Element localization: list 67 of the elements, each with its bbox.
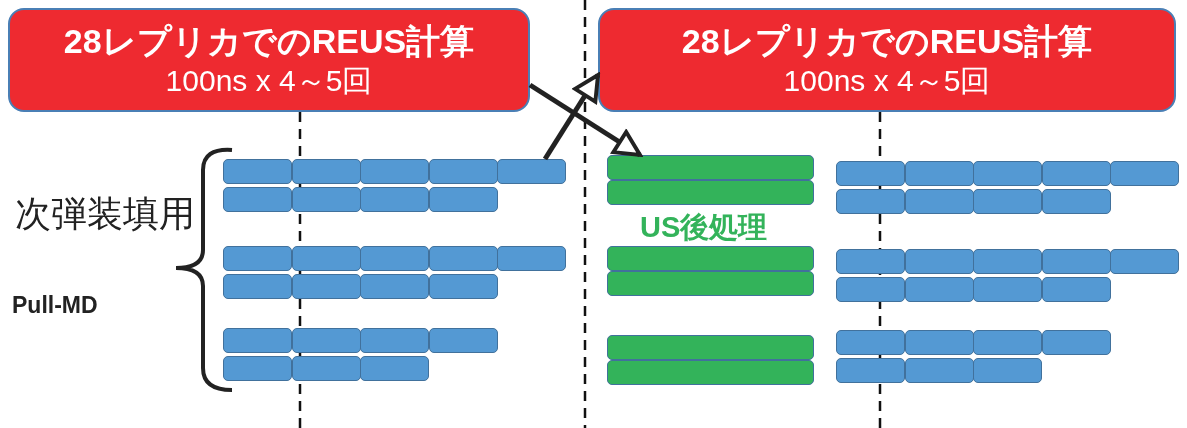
job-bar xyxy=(607,360,814,385)
job-bar xyxy=(1041,189,1111,214)
job-bar xyxy=(1041,277,1111,302)
box-heading: 28レプリカでのREUS計算 xyxy=(63,21,475,62)
arrow xyxy=(528,82,642,158)
job-bar xyxy=(360,187,430,212)
job-bar xyxy=(904,189,974,214)
job-bar xyxy=(223,356,292,381)
process-box xyxy=(598,8,1176,112)
job-bar xyxy=(360,328,430,353)
job-bar xyxy=(607,155,814,180)
box-subtext: 100ns x 4～5回 xyxy=(165,63,373,99)
job-bar xyxy=(904,277,974,302)
job-bar xyxy=(973,249,1043,274)
job-bar xyxy=(223,274,292,299)
job-bar xyxy=(904,249,974,274)
job-bar xyxy=(360,159,430,184)
job-bar xyxy=(973,161,1043,186)
job-bar xyxy=(973,358,1043,383)
job-bar xyxy=(360,246,430,271)
job-bar xyxy=(223,187,292,212)
side-label: Pull-MD xyxy=(12,292,98,319)
job-bar xyxy=(291,274,361,299)
job-bar xyxy=(223,328,292,353)
job-bar xyxy=(904,330,974,355)
job-bar xyxy=(607,246,814,271)
job-bar xyxy=(291,356,361,381)
job-bar xyxy=(291,328,361,353)
job-bar xyxy=(836,161,905,186)
job-bar xyxy=(836,358,905,383)
job-bar xyxy=(497,159,567,184)
process-box xyxy=(8,8,530,112)
job-bar xyxy=(836,277,905,302)
job-bar xyxy=(223,159,292,184)
job-bar xyxy=(428,159,498,184)
job-bar xyxy=(1110,161,1180,186)
job-bar xyxy=(607,180,814,205)
job-bar xyxy=(836,249,905,274)
job-bar xyxy=(836,330,905,355)
job-bar xyxy=(360,356,430,381)
job-bar xyxy=(1041,161,1111,186)
job-bar xyxy=(607,271,814,296)
job-bar xyxy=(428,274,498,299)
job-bar xyxy=(607,335,814,360)
job-bar xyxy=(291,187,361,212)
side-label: US後処理 xyxy=(640,210,768,245)
job-bar xyxy=(904,161,974,186)
box-heading: 28レプリカでのREUS計算 xyxy=(681,21,1093,62)
job-bar xyxy=(428,187,498,212)
job-bar xyxy=(428,328,498,353)
job-bar xyxy=(428,246,498,271)
job-bar xyxy=(1041,249,1111,274)
job-bar xyxy=(497,246,567,271)
job-bar xyxy=(1041,330,1111,355)
job-bar xyxy=(973,330,1043,355)
job-bar xyxy=(223,246,292,271)
job-bar xyxy=(291,246,361,271)
job-bar xyxy=(904,358,974,383)
job-bar xyxy=(360,274,430,299)
job-bar xyxy=(291,159,361,184)
box-subtext: 100ns x 4～5回 xyxy=(783,63,991,99)
job-bar xyxy=(1110,249,1180,274)
job-bar xyxy=(836,189,905,214)
job-bar xyxy=(973,277,1043,302)
arrow xyxy=(542,73,601,161)
job-bar xyxy=(973,189,1043,214)
side-label: 次弾装填用 xyxy=(15,192,195,236)
